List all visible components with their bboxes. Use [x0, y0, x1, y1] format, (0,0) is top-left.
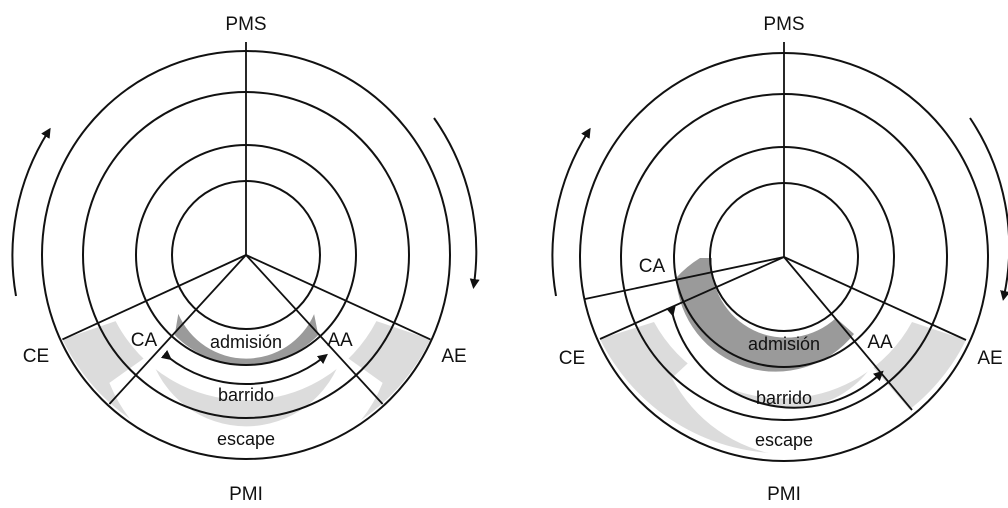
radial-ca — [108, 254, 247, 405]
aa-label: AA — [327, 330, 353, 351]
radial-ae — [783, 256, 967, 341]
pms-label: PMS — [763, 14, 804, 35]
radial-ce — [62, 254, 247, 341]
intake-label: admisión — [210, 332, 282, 352]
timing-diagram-right: PMS PMI CE AE CA AA admisión barrido esc… — [551, 14, 1008, 505]
scavenge-arc — [665, 305, 884, 409]
ce-label: CE — [559, 348, 585, 369]
pms-label: PMS — [225, 14, 266, 35]
intake-label: admisión — [748, 334, 820, 354]
rotation-arrow-left — [11, 127, 51, 297]
ce-label: CE — [23, 346, 49, 367]
scavenge-arc — [160, 349, 328, 386]
rotation-arrow-left — [551, 127, 591, 297]
ca-label: CA — [131, 330, 158, 351]
exhaust-band-inner-cut — [672, 352, 910, 457]
ae-label: AE — [441, 346, 466, 367]
scavenge-label: barrido — [756, 388, 812, 408]
rotation-arrow-right — [969, 117, 1008, 301]
pmi-label: PMI — [767, 484, 801, 505]
rotation-arrow-right — [433, 117, 480, 289]
exhaust-band-inner-cut — [109, 354, 383, 476]
exhaust-label: escape — [755, 430, 813, 450]
timing-diagram-left: PMS PMI CE AE CA AA admisión barrido esc… — [11, 14, 480, 505]
radial-ae — [245, 254, 431, 341]
radial-ca — [584, 256, 785, 300]
exhaust-label: escape — [217, 429, 275, 449]
scavenge-label: barrido — [218, 385, 274, 405]
pmi-label: PMI — [229, 484, 263, 505]
radial-aa — [245, 254, 384, 405]
radial-ce — [599, 256, 785, 340]
ca-label: CA — [639, 256, 666, 277]
ae-label: AE — [977, 348, 1002, 369]
aa-label: AA — [867, 332, 893, 353]
